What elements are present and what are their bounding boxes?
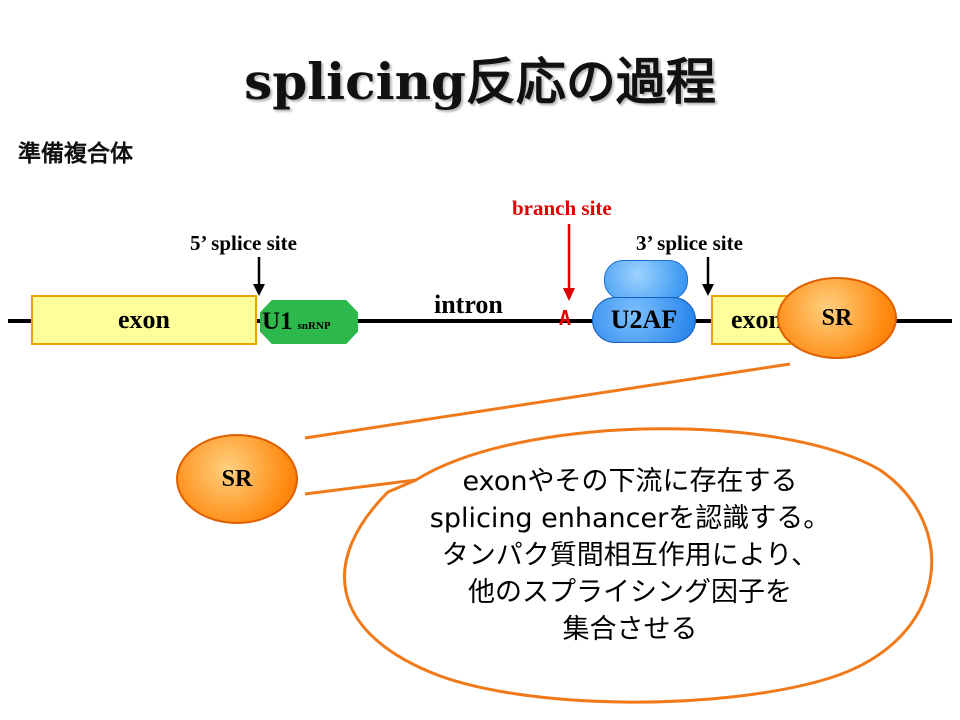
u2af-small-subunit [604, 260, 688, 300]
u2af-label: U2AF [610, 305, 678, 334]
branch-adenine: A [559, 306, 572, 330]
five-prime-arrowhead [253, 284, 265, 296]
exon-left-label: exon [118, 305, 170, 334]
sr-bottom-label: SR [221, 465, 253, 492]
u2af: U2AF [592, 297, 696, 343]
u1-sub-label: snRNP [297, 320, 331, 332]
branch-site-arrowhead [563, 288, 575, 301]
page-title: splicing反応の過程 [244, 52, 716, 111]
three-prime-arrowhead [702, 284, 714, 296]
exon-left: exon [31, 295, 257, 345]
three-prime-splice-site-label: 3’ splice site [636, 231, 743, 255]
speech-bubble [343, 427, 934, 704]
u1-label: U1 [262, 308, 293, 335]
five-prime-splice-site-label: 5’ splice site [190, 231, 297, 255]
bubble-line: 集合させる [562, 614, 698, 645]
bubble-line: タンパク質間相互作用により、 [441, 540, 819, 571]
sr-protein-bottom: SR [176, 434, 298, 524]
u1-snrnp: U1 snRNP [260, 300, 358, 344]
intron-label: intron [434, 290, 503, 319]
sr-top-label: SR [821, 304, 853, 331]
callout-line-lower [304, 478, 417, 496]
exon-right-label: exon [731, 305, 783, 334]
bubble-text: exonやその下流に存在する splicing enhancerを認識する。 タ… [395, 463, 865, 648]
bubble-line: exonやその下流に存在する [462, 466, 798, 497]
sr-protein-top: SR [777, 277, 897, 359]
callout-line-upper [304, 362, 791, 440]
section-subtitle: 準備複合体 [18, 141, 133, 167]
bubble-line: 他のスプライシング因子を [468, 577, 792, 608]
branch-site-label: branch site [512, 196, 612, 220]
bubble-line: splicing enhancerを認識する。 [429, 503, 831, 534]
